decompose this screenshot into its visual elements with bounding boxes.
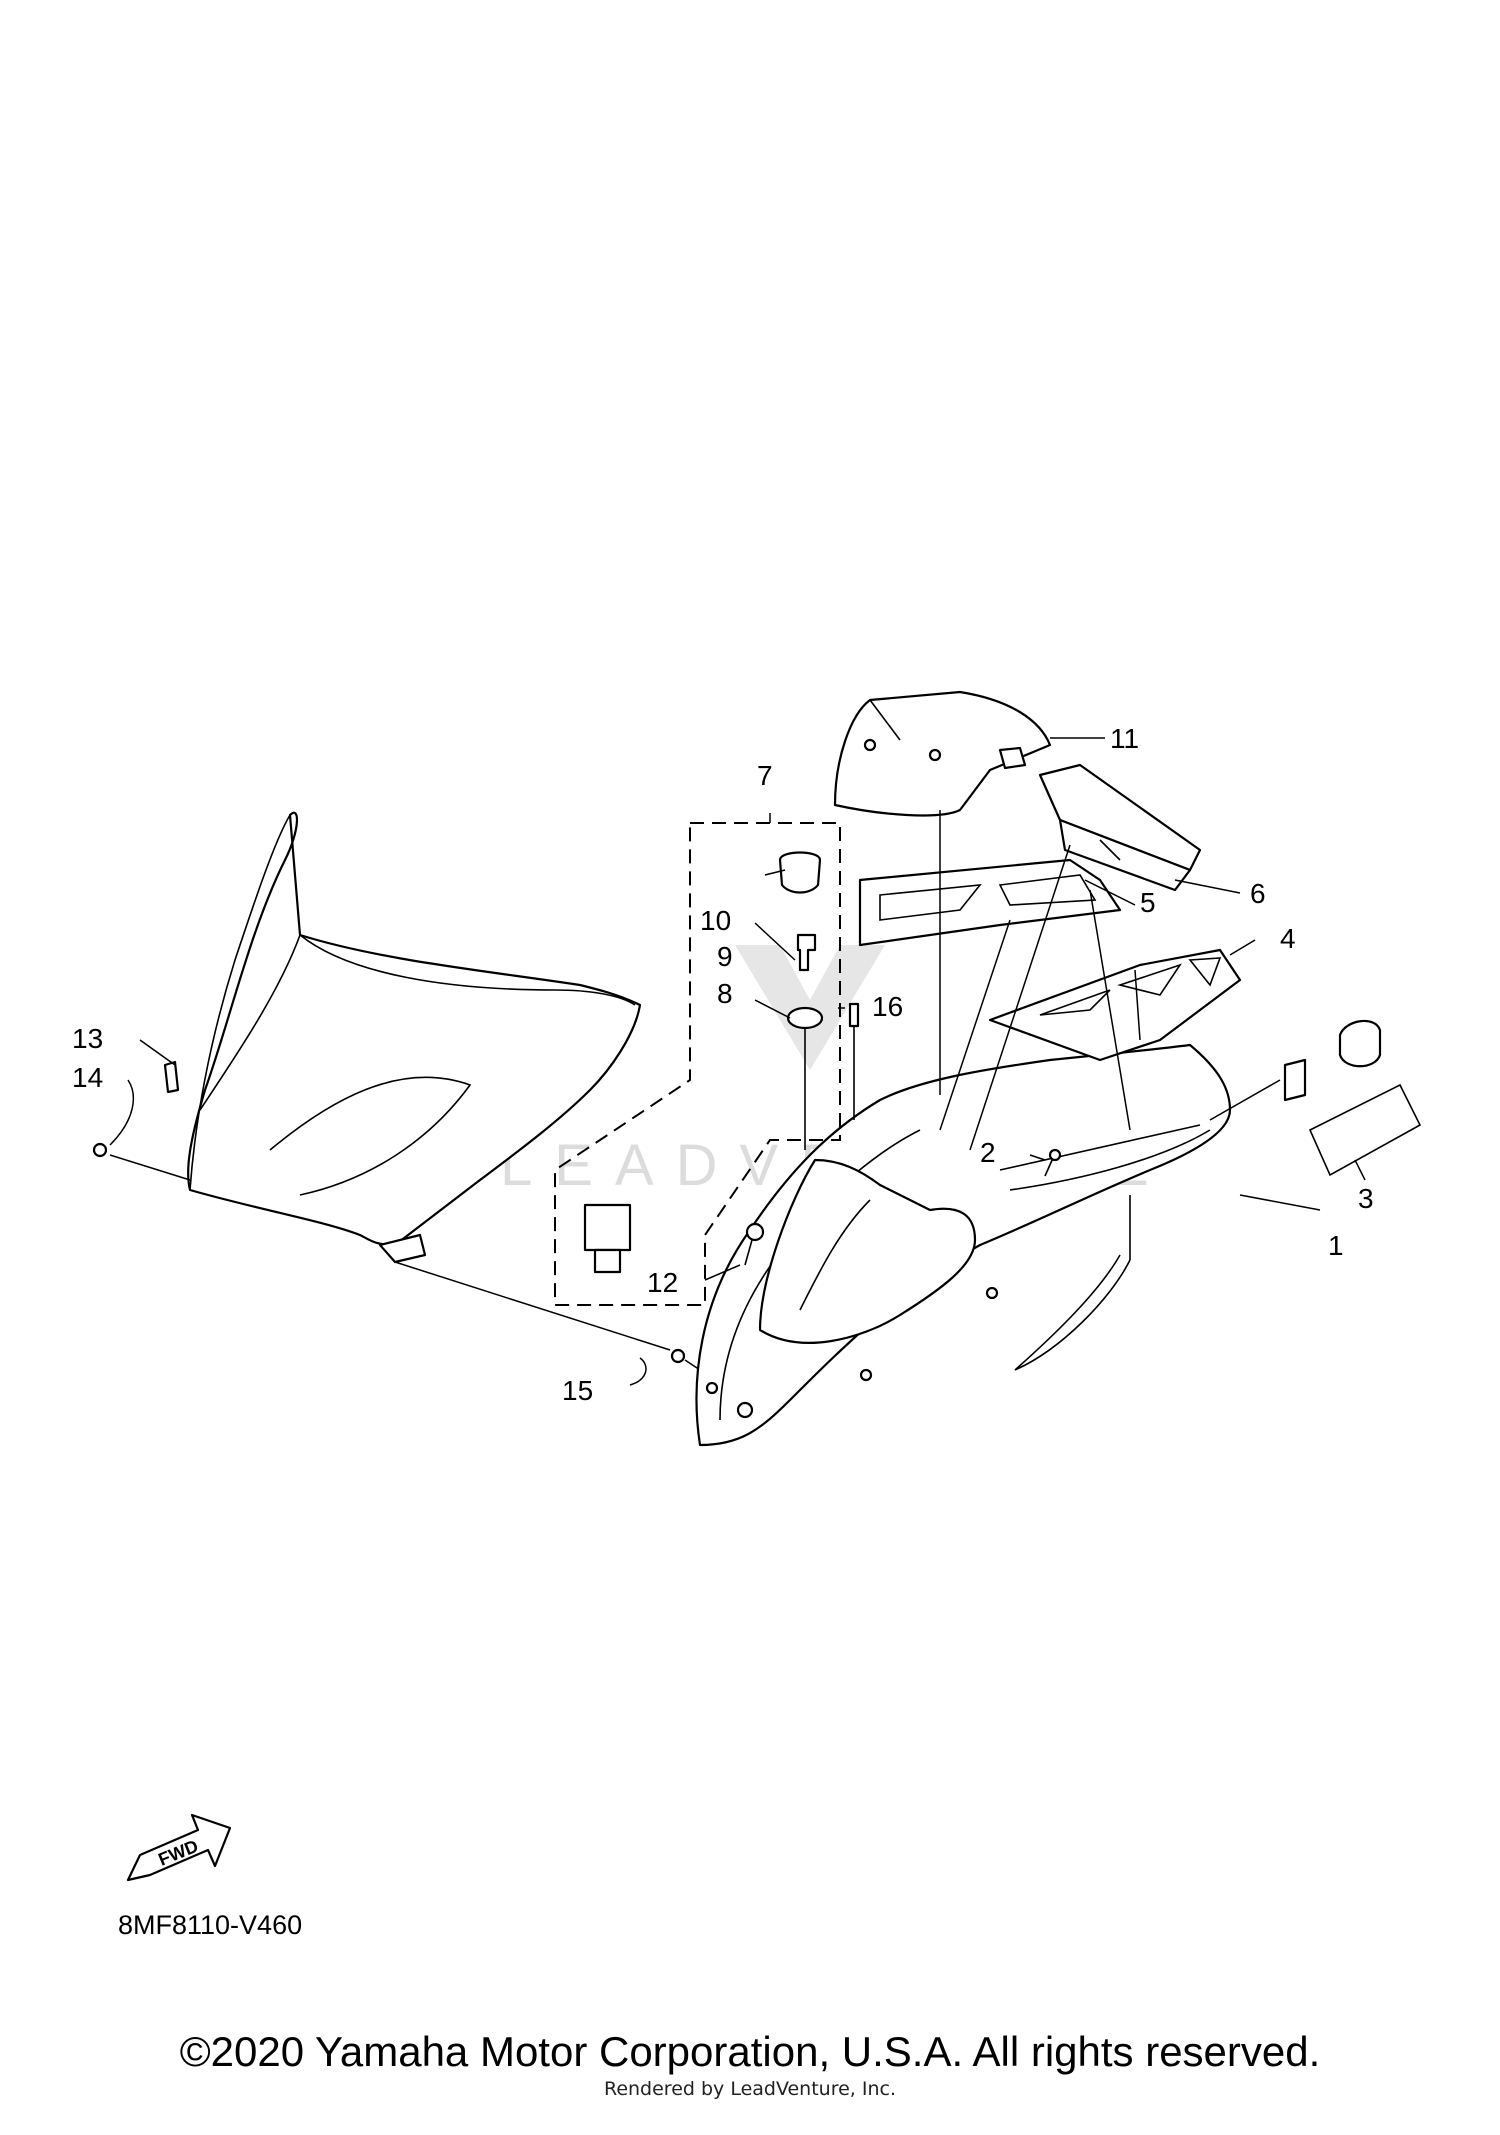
fwd-arrow-icon: FWD	[126, 1813, 232, 1882]
bolt-12	[744, 1222, 765, 1266]
callout-1: 1	[1328, 1230, 1344, 1261]
diagram-code: 8MF8110-V460	[118, 1910, 303, 1940]
grille-4	[988, 948, 1242, 1062]
callout-10: 10	[700, 905, 731, 936]
callout-4: 4	[1280, 923, 1296, 954]
callout-16: 16	[872, 991, 903, 1022]
callout-3: 3	[1358, 1183, 1374, 1214]
key-set	[554, 822, 841, 1306]
callout-13: 13	[72, 1023, 103, 1054]
copyright-notice: ©2020 Yamaha Motor Corporation, U.S.A. A…	[179, 2028, 1321, 2075]
callout-7: 7	[757, 760, 773, 791]
screw-2	[1044, 1148, 1062, 1177]
dc-socket	[1283, 1019, 1422, 1177]
rendered-by-note: Rendered by LeadVenture, Inc.	[603, 2078, 897, 2100]
screw-15	[670, 1348, 686, 1364]
grille-5	[858, 858, 1122, 947]
callout-14: 14	[72, 1062, 103, 1093]
meter-assembly	[1038, 763, 1202, 892]
callout-9: 9	[717, 941, 733, 972]
screw-14	[92, 1142, 108, 1158]
callout-8: 8	[717, 978, 733, 1009]
callout-15: 15	[562, 1375, 593, 1406]
callout-6: 6	[1250, 878, 1266, 909]
front-cowling	[695, 1043, 1232, 1447]
callout-11: 11	[1110, 723, 1139, 754]
callout-5: 5	[1140, 887, 1156, 918]
callout-2: 2	[980, 1137, 996, 1168]
leader-lines	[109, 737, 1366, 1386]
meter-cover	[833, 690, 1052, 817]
screw-16	[848, 1002, 860, 1120]
callout-12: 12	[647, 1267, 678, 1298]
windscreen	[163, 811, 642, 1264]
